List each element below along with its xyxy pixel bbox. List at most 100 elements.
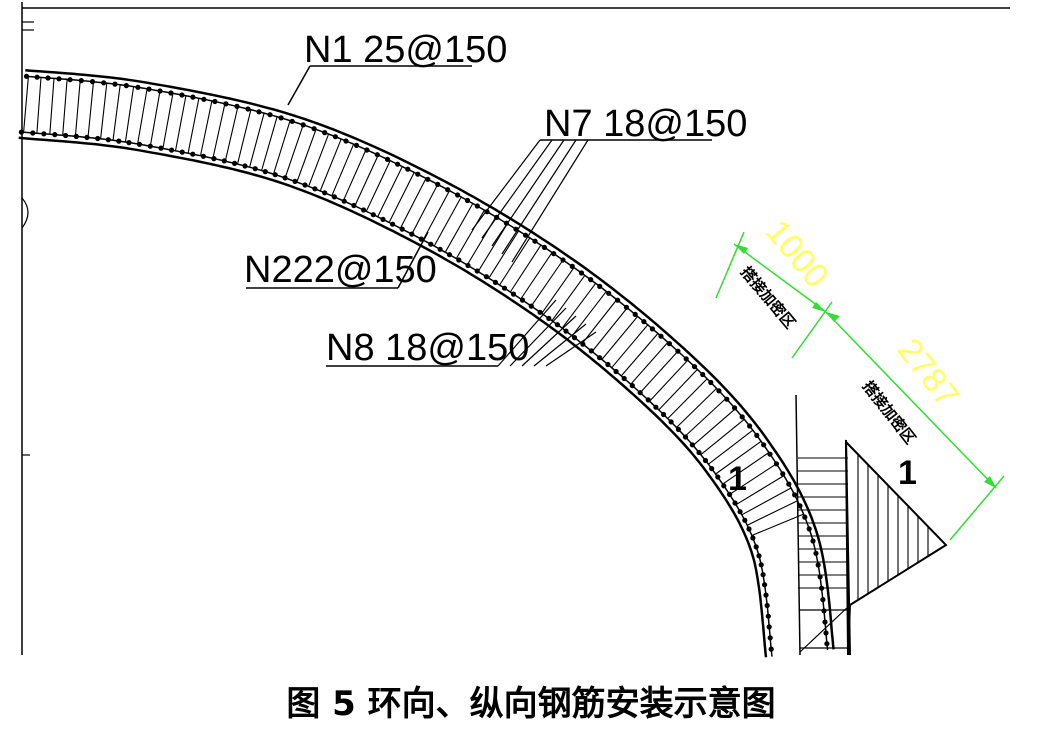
tie-bar <box>284 124 304 179</box>
joint-horizontal-hatch <box>798 457 848 589</box>
tie-bar <box>729 463 777 495</box>
rebar-dot <box>456 257 462 263</box>
rebar-dot <box>597 355 603 361</box>
rebar-dot <box>588 277 594 283</box>
rebar-dot <box>637 390 643 396</box>
rebar-dot <box>200 153 206 159</box>
rebar-dot <box>773 461 780 467</box>
rebar-dot <box>322 130 328 136</box>
tie-bar <box>746 500 798 526</box>
rebar-dot <box>708 379 714 386</box>
tie-bar <box>100 83 108 139</box>
rebar-dot <box>95 135 101 142</box>
rebar-dot <box>126 140 132 146</box>
rebar-dot <box>292 178 298 184</box>
tie-bar <box>261 116 278 171</box>
rebar-dot <box>256 109 262 115</box>
tie-bar <box>174 95 187 151</box>
tie-bar <box>137 88 148 145</box>
tie-bar <box>530 259 564 307</box>
rebar-dot <box>492 279 498 285</box>
rebar-dot <box>242 163 248 169</box>
rebar-dot <box>428 241 434 247</box>
tie-bar <box>433 196 462 247</box>
tie-bar <box>639 350 679 394</box>
tie-bar <box>296 129 317 183</box>
rebar-dot <box>766 624 772 630</box>
rebar-dot <box>252 166 258 172</box>
rebar-dot <box>351 202 357 209</box>
rebar-dot <box>112 81 118 87</box>
label-n2: N222@150 <box>244 249 437 291</box>
tie-bar <box>399 178 427 229</box>
rebar-dot <box>409 231 415 237</box>
rebar-dot <box>302 182 308 188</box>
rebar-dot <box>754 432 760 438</box>
tie-bar <box>611 324 649 369</box>
tie-bar <box>331 143 355 197</box>
rebar-dot <box>767 451 773 457</box>
rebar-dot <box>522 232 529 238</box>
tie-bar <box>342 149 367 202</box>
rebar-dot <box>689 442 696 448</box>
rebar-dot <box>353 142 360 148</box>
rebar-dot <box>63 132 69 139</box>
rebar-dot <box>792 492 798 498</box>
rebar-dot <box>750 535 756 541</box>
tie-bar <box>308 133 330 187</box>
rebar-dot <box>615 297 621 303</box>
tie-bar <box>62 79 68 136</box>
rebar-dot <box>569 263 575 269</box>
rebar-dot <box>245 106 251 112</box>
rebar-dot <box>510 291 517 297</box>
rebar-dot <box>455 192 461 198</box>
rebar-dot <box>821 608 827 614</box>
tunnel-lining-band <box>18 68 835 658</box>
tie-bar <box>477 223 508 272</box>
rebar-dot <box>332 134 338 140</box>
rebar-dot <box>169 147 175 153</box>
rebar-dot <box>806 526 812 532</box>
rebar-installation-drawing: 1 1 N1 25@150 N7 18@150 N222@150 N8 18@1… <box>18 2 1010 658</box>
rebar-dot <box>721 483 727 489</box>
rebar-dot <box>613 368 619 375</box>
tie-bar <box>649 359 689 402</box>
rebar-dot <box>445 187 451 193</box>
rebar-dot <box>234 103 240 109</box>
rebar-dot <box>768 646 774 652</box>
rebar-dot <box>605 361 611 368</box>
tie-bar <box>162 93 174 149</box>
rebar-dot <box>578 270 585 276</box>
lining-inner-edge <box>18 136 768 658</box>
tie-bar <box>224 106 239 162</box>
rebar-dot <box>597 283 603 289</box>
rebar-dot <box>30 130 36 136</box>
rebar-dot <box>18 129 24 135</box>
rebar-dot <box>571 335 578 341</box>
joint-wedge <box>844 439 948 656</box>
tie-bar <box>541 267 575 314</box>
rebar-dot <box>123 83 129 89</box>
rebar-dot <box>537 309 543 315</box>
tie-bar <box>692 408 736 446</box>
rebar-dot <box>45 75 51 81</box>
rebar-dot <box>399 226 405 232</box>
dimension-1000: 1000 <box>758 213 836 295</box>
rebar-dot <box>823 630 829 636</box>
lap-joint-region <box>795 394 948 656</box>
rebar-dot <box>732 500 738 506</box>
leader-n1 <box>287 65 472 106</box>
rebar-dot <box>56 76 62 82</box>
rebar-dot <box>483 274 489 280</box>
tie-bar <box>551 275 586 322</box>
rebar-dot <box>146 86 152 92</box>
rebar-dot <box>464 197 471 204</box>
rebar-dot <box>311 126 317 132</box>
rebar-dot <box>732 405 738 411</box>
rebar-dot <box>474 268 480 274</box>
rebar-dot <box>815 562 821 568</box>
rebar-dot <box>580 341 586 347</box>
rebar-dot <box>105 137 111 143</box>
rebar-dot <box>374 152 380 158</box>
tie-bar <box>124 86 135 143</box>
